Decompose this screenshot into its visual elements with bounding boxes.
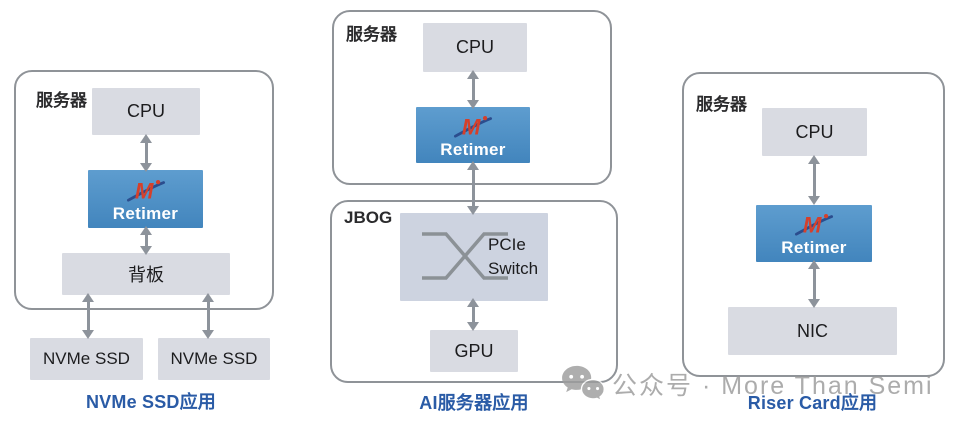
arrow-backplane-ssd-right (202, 293, 215, 339)
arrow-switch-gpu (467, 298, 480, 331)
caption-ai-server: AI服务器应用 (419, 393, 529, 413)
pcie-switch-node (400, 213, 548, 301)
cpu-label: CPU (455, 37, 494, 57)
nvme-ssd-node-left: NVMe SSD (30, 338, 143, 380)
nvme-ssd-label: NVMe SSD (43, 349, 130, 368)
wechat-watermark: 公众号 · More Than Semi (560, 364, 934, 404)
server-frame-label: 服务器 (346, 25, 397, 44)
montage-logo-icon: M (126, 178, 165, 203)
nvme-ssd-node-right: NVMe SSD (158, 338, 270, 380)
retimer-node: M Retimer (88, 170, 203, 228)
retimer-label: Retimer (781, 238, 847, 257)
cpu-node: CPU (423, 23, 527, 72)
gpu-label: GPU (454, 340, 494, 361)
svg-text:M: M (803, 212, 822, 237)
retimer-node: M Retimer (416, 107, 530, 163)
montage-logo-icon: M (794, 212, 834, 237)
arrow-cpu-retimer (808, 155, 821, 205)
gpu-node: GPU (430, 330, 518, 372)
cpu-node: CPU (762, 108, 867, 156)
server-frame-nvme (14, 70, 274, 310)
server-frame-label: 服务器 (696, 95, 747, 114)
retimer-label: Retimer (440, 139, 506, 159)
arrow-backplane-ssd-left (82, 293, 95, 339)
arrow-retimer-backplane (140, 226, 153, 255)
retimer-node: M Retimer (756, 205, 872, 262)
arrow-retimer-nic (808, 260, 821, 308)
server-frame-riser (682, 72, 945, 377)
montage-logo-icon: M (453, 114, 493, 139)
svg-text:M: M (134, 178, 153, 203)
nic-node: NIC (728, 307, 897, 355)
watermark-text: 公众号 · More Than Semi (612, 372, 934, 400)
server-frame-label: 服务器 (36, 91, 87, 110)
cpu-label: CPU (795, 121, 834, 142)
caption-nvme-ssd: NVMe SSD应用 (85, 392, 217, 412)
wechat-icon (562, 365, 605, 403)
svg-text:M: M (462, 114, 481, 139)
backplane-node: 背板 (62, 253, 230, 295)
arrow-cpu-retimer (467, 70, 480, 109)
crossbar-switch-icon (422, 232, 508, 280)
caption-riser-card: Riser Card应用 (747, 393, 878, 413)
jbog-frame-label: JBOG (344, 208, 393, 227)
pcie-switch-label: PCIe Switch (488, 235, 539, 278)
retimer-label: Retimer (112, 203, 179, 223)
arrow-cpu-retimer (140, 134, 153, 172)
nvme-ssd-label: NVMe SSD (170, 349, 258, 368)
backplane-label: 背板 (128, 265, 164, 285)
cpu-label: CPU (126, 101, 165, 121)
cpu-node: CPU (92, 88, 200, 135)
arrow-retimer-switch (467, 161, 480, 215)
nic-label: NIC (797, 320, 828, 341)
